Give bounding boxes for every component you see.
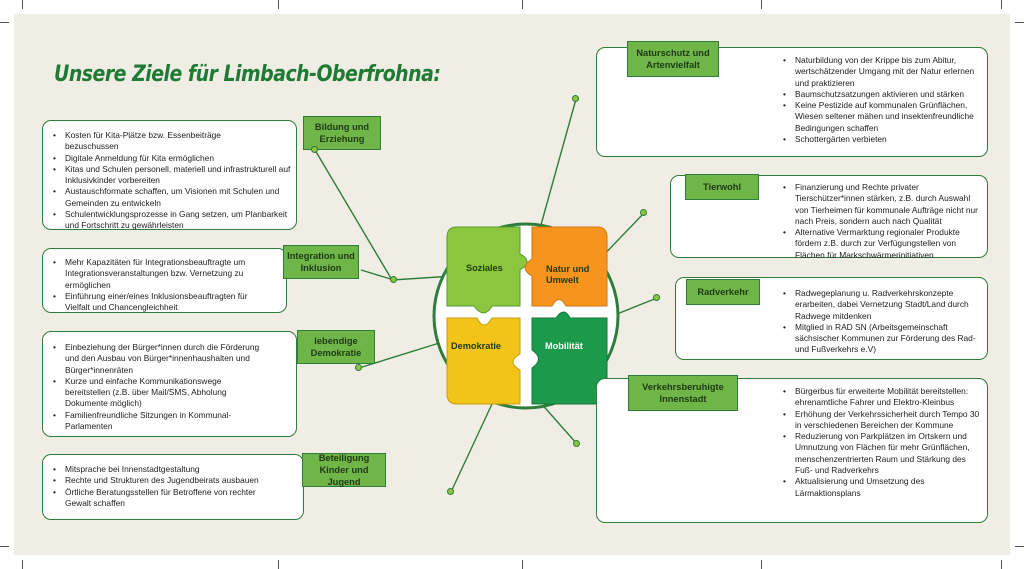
list-demokratie: Einbeziehung der Bürger*innen durch die …	[43, 332, 296, 432]
list-item: Mitsprache bei Innenstadtgestaltung	[53, 464, 270, 476]
tag-beteiligung: Beteiligung Kinder und Jugend	[302, 453, 386, 487]
crop-mark	[0, 546, 9, 547]
box-bildung: Kosten für Kita-Plätze bzw. Essenbeiträg…	[42, 120, 297, 230]
connector-beteiligung	[450, 403, 493, 493]
list-beteiligung: Mitsprache bei Innenstadtgestaltung Rech…	[43, 455, 303, 509]
crop-mark	[522, 0, 523, 9]
crop-mark	[522, 560, 523, 569]
connector-dot	[390, 276, 397, 283]
crop-mark	[1001, 0, 1002, 9]
list-item: Schulentwicklungsprozesse in Gang setzen…	[53, 209, 296, 232]
tag-bildung: Bildung und Erziehung	[303, 116, 381, 150]
list-radverkehr: Radwegeplanung u. Radverkehrskonzepte er…	[676, 278, 987, 356]
label-soziales: Soziales	[466, 263, 503, 273]
list-item: Alternative Vermarktung regionaler Produ…	[783, 227, 981, 261]
connector-dot	[573, 440, 580, 447]
list-naturschutz: Naturbildung von der Krippe bis zum Abit…	[597, 48, 987, 146]
crop-mark	[22, 560, 23, 569]
label-demokratie: Demokratie	[451, 341, 502, 351]
crop-mark	[1015, 546, 1024, 547]
list-tierwohl: Finanzierung und Rechte privater Tiersch…	[671, 176, 987, 261]
list-item: Reduzierung von Parkplätzen im Ortskern …	[783, 431, 981, 476]
crop-mark	[1001, 560, 1002, 569]
connector-naturschutz	[538, 98, 577, 233]
list-item: Kitas und Schulen personell, materiell u…	[53, 164, 296, 187]
crop-mark	[761, 0, 762, 9]
puzzle-natur	[524, 226, 608, 307]
list-item: Einführung einer/eines Inklusionsbeauftr…	[53, 291, 270, 314]
list-item: Örtliche Beratungsstellen für Betroffene…	[53, 487, 270, 510]
list-item: Radwegeplanung u. Radverkehrskonzepte er…	[783, 288, 981, 322]
connector-dot	[311, 146, 318, 153]
list-item: Schottergärten verbieten	[783, 134, 981, 146]
list-item: Keine Pestizide auf kommunalen Grünfläch…	[783, 100, 981, 134]
list-item: Bürgerbus für erweiterte Mobilität berei…	[783, 386, 981, 409]
list-item: Aktualisierung und Umsetzung des Lärmakt…	[783, 476, 981, 499]
crop-mark	[1015, 22, 1024, 23]
box-integration: Mehr Kapazitäten für Integrationsbeauftr…	[42, 248, 287, 313]
list-item: Digitale Anmeldung für Kita ermöglichen	[53, 153, 296, 165]
box-demokratie: Einbeziehung der Bürger*innen durch die …	[42, 331, 297, 437]
list-item: Einbeziehung der Bürger*innen durch die …	[53, 342, 265, 376]
connector-dot	[447, 488, 454, 495]
label-mobilitaet: Mobilität	[545, 341, 583, 351]
list-item: Mehr Kapazitäten für Integrationsbeauftr…	[53, 257, 270, 291]
center-emblem	[432, 222, 620, 410]
connector-verkehr	[538, 400, 578, 445]
puzzle-demokratie	[446, 317, 521, 405]
list-item: Rechte und Strukturen des Jugendbeirats …	[53, 475, 270, 487]
list-bildung: Kosten für Kita-Plätze bzw. Essenbeiträg…	[43, 121, 296, 232]
list-item: Familienfreundliche Sitzungen in Kommuna…	[53, 410, 265, 433]
connector-lines	[314, 98, 658, 493]
tag-demokratie: lebendige Demokratie	[297, 330, 375, 364]
connector-dot	[653, 294, 660, 301]
page-title: Unsere Ziele für Limbach-Oberfrohna:	[54, 62, 441, 87]
tag-verkehr: Verkehrsberuhigte Innenstadt	[628, 375, 738, 411]
list-item: Kurze und einfache Kommunikationswege be…	[53, 376, 265, 410]
list-verkehr: Bürgerbus für erweiterte Mobilität berei…	[597, 379, 987, 499]
label-natur-umwelt: Natur und Umwelt	[546, 264, 590, 285]
crop-mark	[278, 560, 279, 569]
crop-mark	[22, 0, 23, 9]
list-item: Kosten für Kita-Plätze bzw. Essenbeiträg…	[53, 130, 255, 153]
poster-canvas: Unsere Ziele für Limbach-Oberfrohna: Soz…	[14, 14, 1010, 555]
puzzle-soziales	[446, 226, 528, 314]
list-item: Baumschutzsatzungen aktivieren und stärk…	[783, 89, 981, 101]
connector-dot	[640, 209, 647, 216]
tag-integration: Integration und Inklusion	[283, 245, 359, 279]
connector-dot	[572, 95, 579, 102]
crop-mark	[278, 0, 279, 9]
connector-integration	[360, 269, 395, 281]
list-item: Finanzierung und Rechte privater Tiersch…	[783, 182, 981, 227]
list-item: Erhöhung der Verkehrssicherheit durch Te…	[783, 409, 981, 432]
tag-naturschutz: Naturschutz und Artenvielfalt	[627, 41, 719, 77]
crop-mark	[761, 560, 762, 569]
box-beteiligung: Mitsprache bei Innenstadtgestaltung Rech…	[42, 454, 304, 520]
list-item: Austauschformate schaffen, um Visionen m…	[53, 186, 296, 209]
list-integration: Mehr Kapazitäten für Integrationsbeauftr…	[43, 249, 286, 313]
crop-mark	[0, 22, 9, 23]
tag-radverkehr: Radverkehr	[686, 279, 760, 305]
connector-dot	[355, 364, 362, 371]
tag-tierwohl: Tierwohl	[685, 174, 759, 200]
list-item: Mitglied in RAD SN (Arbeitsgemeinschaft …	[783, 322, 981, 356]
list-item: Naturbildung von der Krippe bis zum Abit…	[783, 55, 981, 89]
connector-radverkehr	[616, 297, 658, 315]
